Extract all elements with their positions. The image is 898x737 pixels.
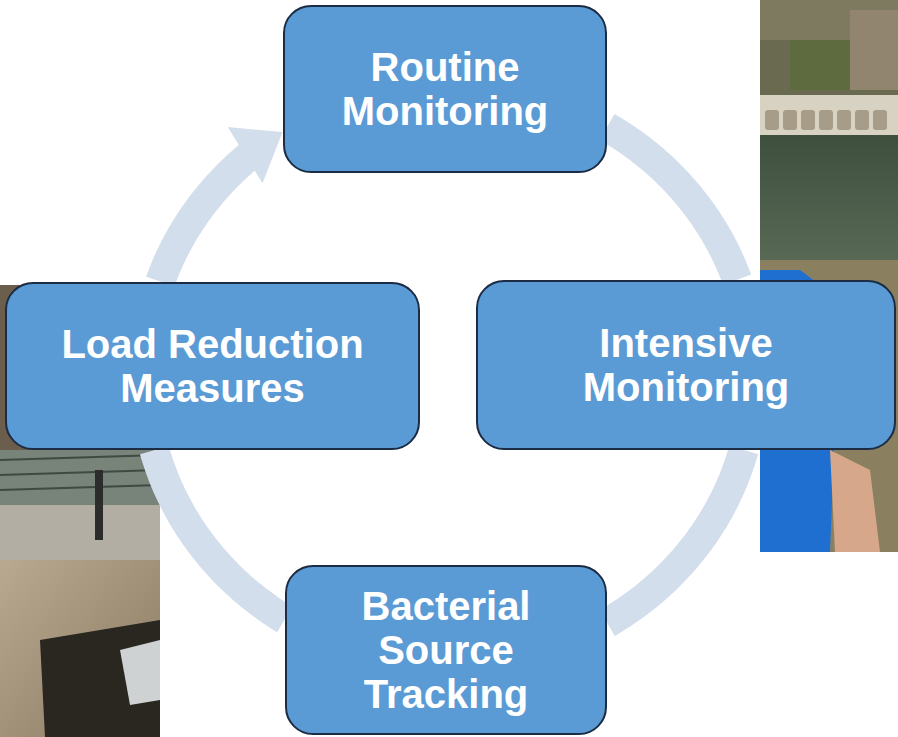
arrow-head xyxy=(228,127,283,183)
cycle-arc xyxy=(154,450,284,619)
cycle-arrow xyxy=(607,450,743,623)
cycle-arc xyxy=(607,127,737,280)
process-box: Intensive Monitoring xyxy=(476,280,896,450)
cycle-arrow xyxy=(607,127,737,280)
box-label: Bacterial Source Tracking xyxy=(321,584,571,716)
cycle-arrow xyxy=(154,450,284,619)
river-photo xyxy=(760,0,898,552)
cycle-arc xyxy=(607,450,743,623)
cycle-arrow xyxy=(160,127,282,281)
box-label: Routine Monitoring xyxy=(305,45,585,133)
process-box: Load Reduction Measures xyxy=(5,282,420,450)
process-box: Routine Monitoring xyxy=(283,5,607,173)
cycle-arc xyxy=(160,155,250,282)
box-label: Intensive Monitoring xyxy=(526,321,846,409)
process-box: Bacterial Source Tracking xyxy=(285,565,607,735)
box-label: Load Reduction Measures xyxy=(48,322,378,410)
